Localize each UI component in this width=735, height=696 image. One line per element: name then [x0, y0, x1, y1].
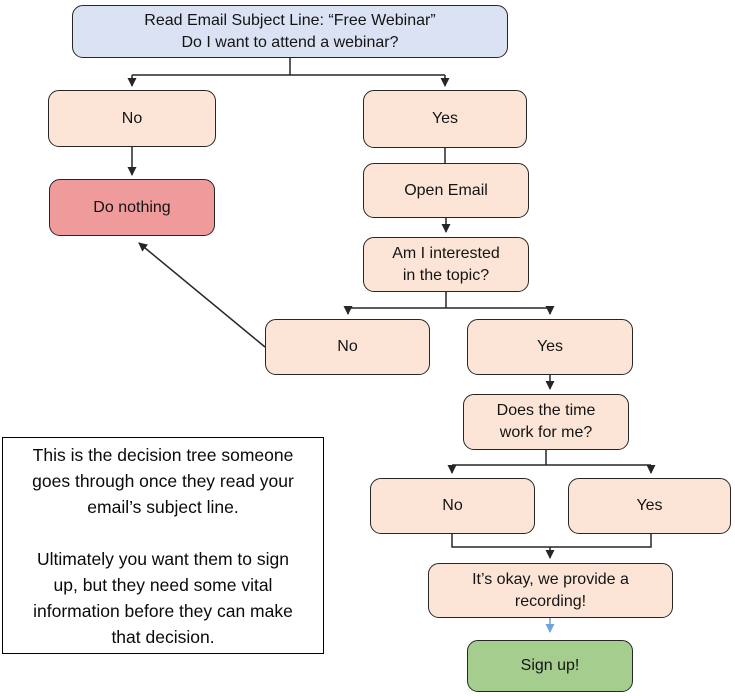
edge-merge-bar: [451, 534, 652, 548]
annotation-note: This is the decision tree someone goes t…: [2, 437, 324, 654]
node-open-email: Open Email: [363, 163, 529, 218]
node-do-nothing-label: Do nothing: [93, 198, 171, 216]
node-no-3: No: [370, 478, 535, 534]
node-recording: It’s okay, we provide a recording!: [428, 563, 673, 618]
node-interested: Am I interested in the topic?: [363, 237, 529, 292]
node-interested-label: Am I interested in the topic?: [392, 244, 500, 284]
node-start-label: Read Email Subject Line: “Free Webinar” …: [144, 11, 436, 51]
annotation-note-text: This is the decision tree someone goes t…: [32, 444, 294, 647]
node-yes-3-label: Yes: [636, 497, 663, 515]
node-no-3-label: No: [442, 497, 463, 515]
node-sign-up-label: Sign up!: [520, 657, 580, 675]
node-start: Read Email Subject Line: “Free Webinar” …: [72, 5, 508, 58]
node-sign-up: Sign up!: [467, 640, 633, 692]
node-time-works: Does the time work for me?: [463, 394, 629, 450]
node-no-2-label: No: [337, 338, 358, 356]
node-yes-2: Yes: [467, 319, 633, 375]
edge-no2-to-donothing: [138, 242, 266, 348]
node-yes-1: Yes: [363, 90, 527, 148]
node-no-1-label: No: [121, 109, 143, 127]
node-open-email-label: Open Email: [404, 181, 488, 199]
node-yes-1-label: Yes: [431, 110, 459, 128]
node-yes-2-label: Yes: [536, 338, 564, 356]
node-yes-3: Yes: [568, 478, 731, 534]
node-do-nothing: Do nothing: [49, 179, 215, 236]
node-recording-label: It’s okay, we provide a recording!: [472, 570, 629, 610]
node-no-2: No: [265, 319, 430, 375]
node-no-1: No: [48, 90, 216, 147]
node-time-works-label: Does the time work for me?: [496, 402, 596, 441]
